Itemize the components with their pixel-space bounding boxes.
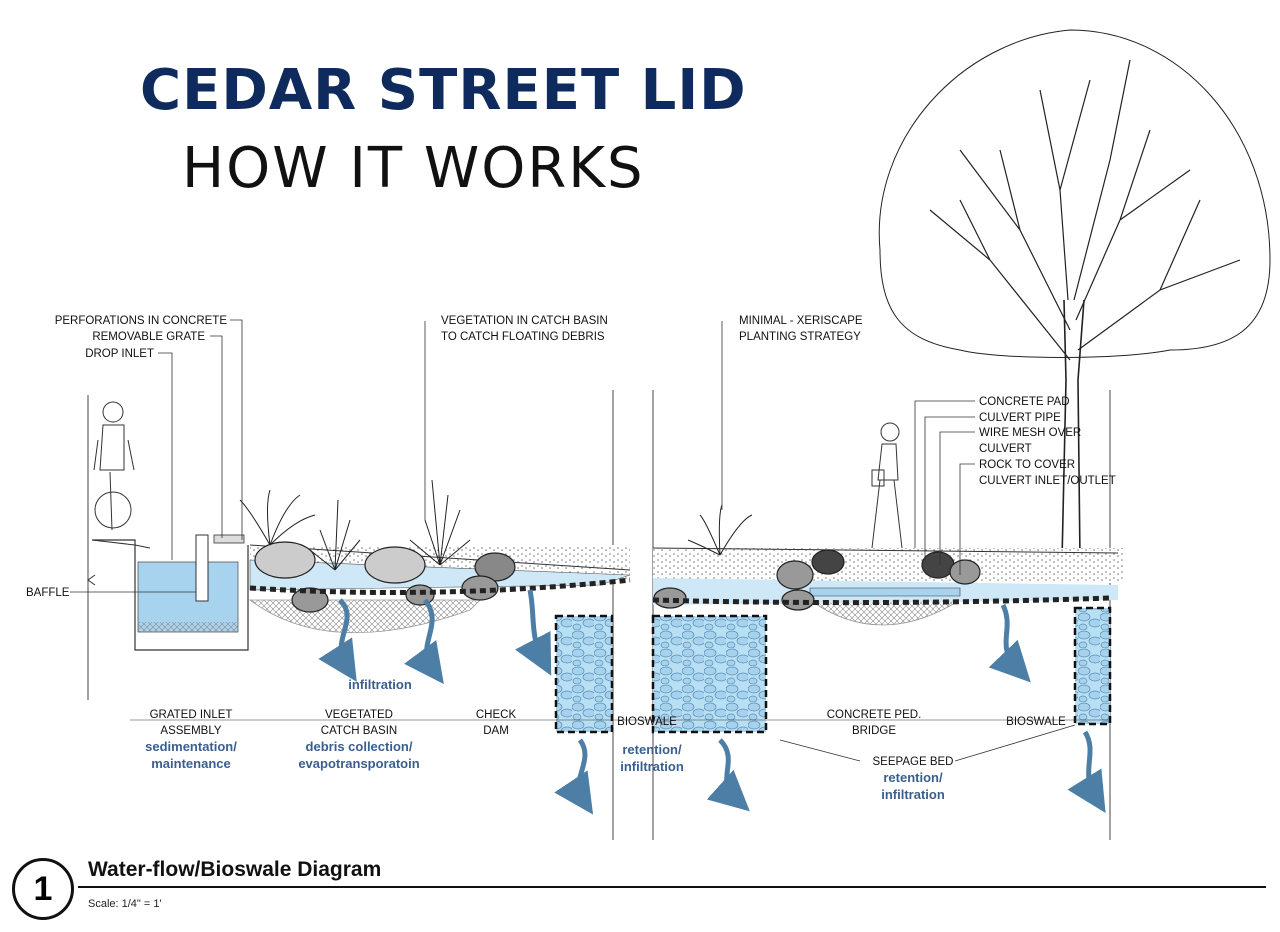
- label-wire-mesh-2: CULVERT: [979, 443, 1032, 455]
- zone-catch-basin-1: VEGETATED: [325, 709, 393, 721]
- zone-grated-inlet-role-1: sedimentation/: [145, 739, 237, 754]
- zone-ped-bridge-2: BRIDGE: [852, 725, 896, 737]
- zone-catch-basin-2: CATCH BASIN: [321, 725, 397, 737]
- diagram-subtitle: HOW IT WORKS: [182, 136, 645, 201]
- zone-seepage-role-2: infiltration: [881, 787, 945, 802]
- catch-basin-water: [249, 559, 1118, 605]
- section-diagram: PERFORATIONS IN CONCRETE REMOVABLE GRATE…: [26, 29, 1271, 840]
- label-drop-inlet: DROP INLET: [85, 348, 154, 360]
- detail-scale: Scale: 1/4" = 1': [88, 898, 162, 910]
- zone-bioswale-left: BIOSWALE: [617, 716, 677, 728]
- detail-title: Water-flow/Bioswale Diagram: [88, 858, 382, 881]
- label-culvert-pipe: CULVERT PIPE: [979, 412, 1061, 424]
- zone-bioswale-left-role-1: retention/: [622, 742, 682, 757]
- callout-labels: PERFORATIONS IN CONCRETE REMOVABLE GRATE…: [26, 315, 1116, 599]
- zone-grated-inlet-2: ASSEMBLY: [160, 725, 221, 737]
- label-vegetation-1: VEGETATION IN CATCH BASIN: [441, 315, 608, 327]
- label-xeriscape-2: PLANTING STRATEGY: [739, 331, 861, 343]
- diagram-title: CEDAR STREET LID: [140, 58, 747, 123]
- label-perforations: PERFORATIONS IN CONCRETE: [55, 315, 228, 327]
- infiltration-arrows: [318, 589, 1106, 815]
- label-baffle: BAFFLE: [26, 587, 70, 599]
- zone-grated-inlet-1: GRATED INLET: [150, 709, 233, 721]
- detail-title-rule: [78, 886, 1266, 888]
- seepage-beds: [554, 606, 1112, 734]
- label-removable-grate: REMOVABLE GRATE: [92, 331, 205, 343]
- pedestrian-figure: [871, 422, 903, 549]
- zone-labels: GRATED INLET ASSEMBLY sedimentation/ mai…: [145, 677, 1066, 802]
- infiltration-label: infiltration: [348, 677, 412, 692]
- label-rock-cover-1: ROCK TO COVER: [979, 459, 1075, 471]
- detail-number-badge: 1: [12, 858, 74, 920]
- zone-grated-inlet-role-2: maintenance: [151, 756, 230, 771]
- zone-bioswale-left-role-2: infiltration: [620, 759, 684, 774]
- zone-seepage-bed: SEEPAGE BED: [873, 756, 954, 768]
- zone-seepage-role-1: retention/: [883, 770, 943, 785]
- zone-bioswale-right: BIOSWALE: [1006, 716, 1066, 728]
- zone-catch-basin-role-1: debris collection/: [306, 739, 413, 754]
- leader-lines: [70, 319, 1110, 762]
- vegetation: [239, 479, 753, 571]
- zone-catch-basin-role-2: evapotransporatoin: [298, 756, 419, 771]
- label-concrete-pad: CONCRETE PAD: [979, 396, 1070, 408]
- label-xeriscape-1: MINIMAL - XERISCAPE: [739, 315, 863, 327]
- tree-illustration: [878, 29, 1271, 561]
- rock-layer: [249, 541, 1111, 613]
- zone-check-dam-1: CHECK: [476, 709, 517, 721]
- cyclist-figure: [93, 401, 135, 531]
- section-break-lines: [87, 390, 1111, 840]
- zone-check-dam-2: DAM: [483, 725, 509, 737]
- label-rock-cover-2: CULVERT INLET/OUTLET: [979, 475, 1116, 487]
- label-wire-mesh-1: WIRE MESH OVER: [979, 427, 1081, 439]
- label-vegetation-2: TO CATCH FLOATING DEBRIS: [441, 331, 605, 343]
- zone-ped-bridge-1: CONCRETE PED.: [827, 709, 922, 721]
- grated-inlet-assembly: [87, 534, 249, 651]
